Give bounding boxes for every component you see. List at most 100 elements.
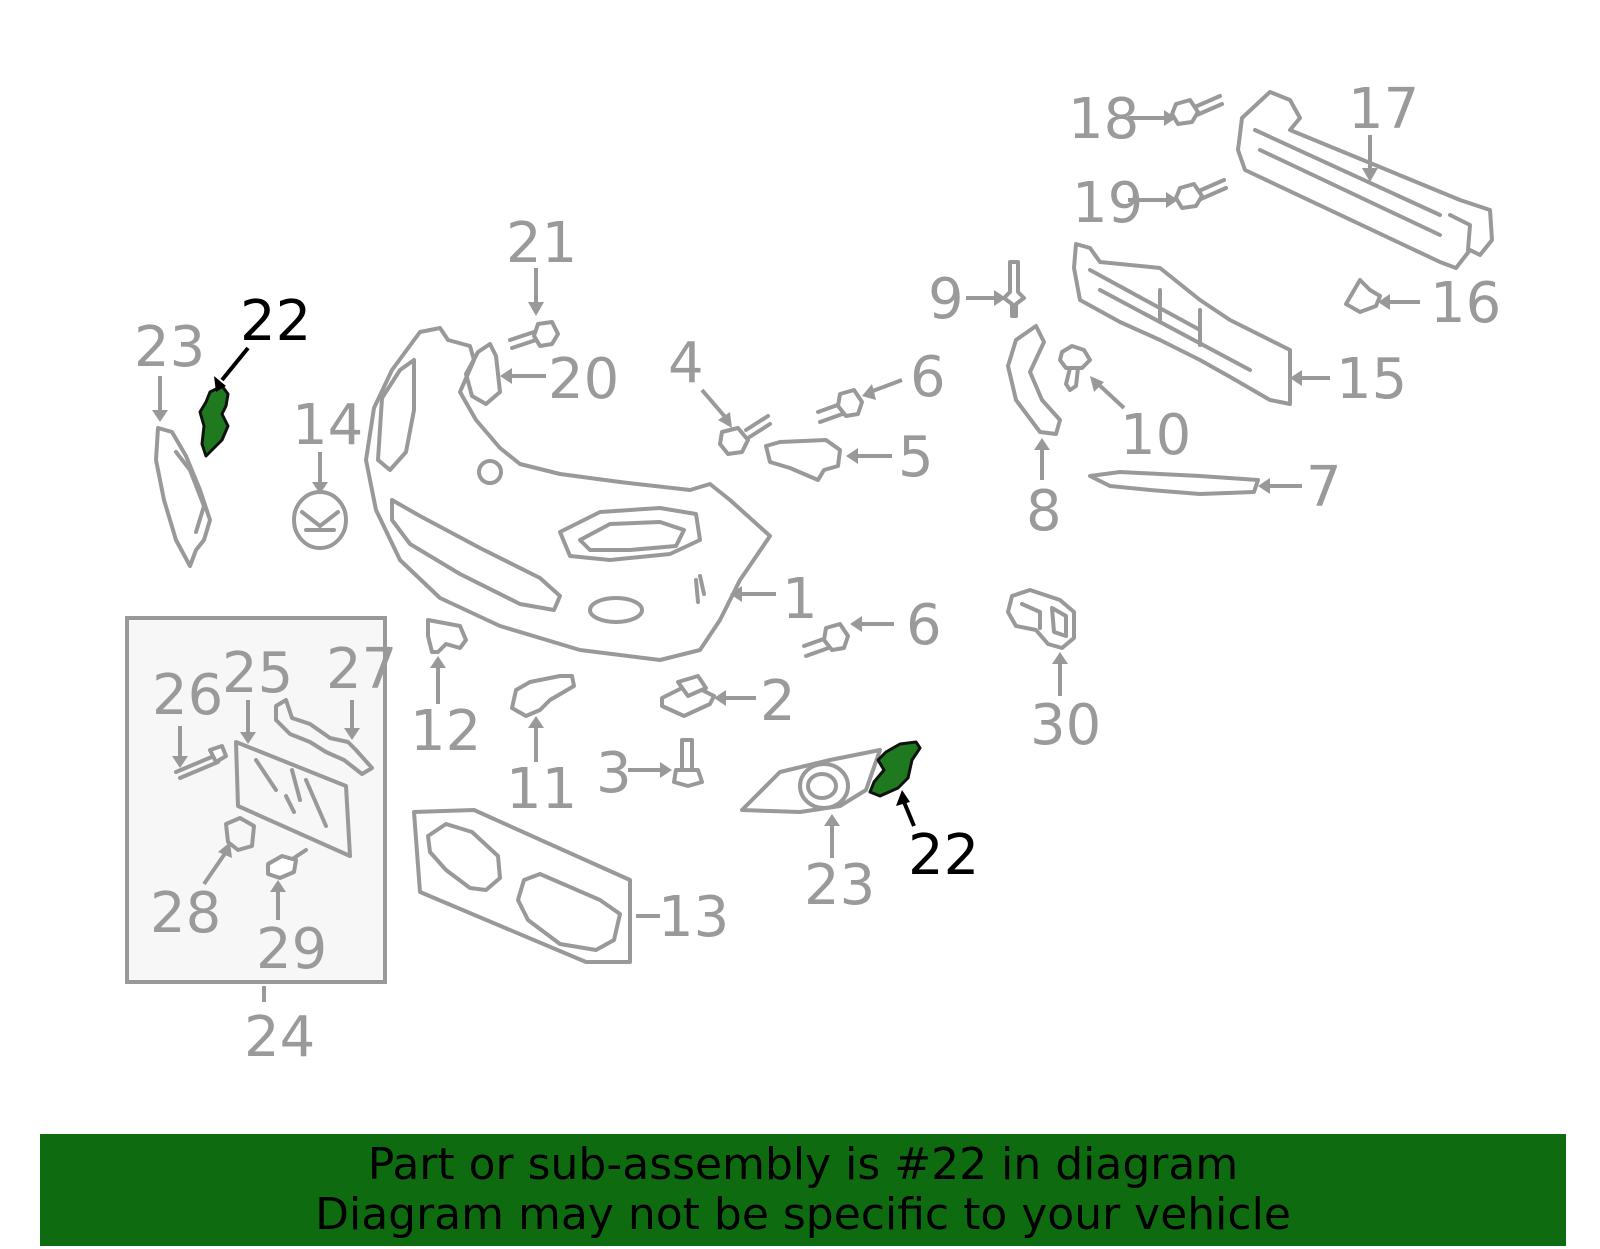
footer-banner: Part or sub-assembly is #22 in diagram D… (40, 1134, 1566, 1246)
arrowhead-15 (1290, 370, 1302, 386)
part-6-bolt-lower (802, 622, 850, 658)
arrowhead-19 (1166, 192, 1178, 208)
arrowhead-11 (528, 716, 544, 728)
callout-9: 9 (928, 267, 964, 332)
callout-8: 8 (1026, 479, 1062, 544)
arrowhead-10 (1090, 376, 1104, 392)
arrowhead-23a (152, 410, 168, 422)
arrowhead-17 (1362, 168, 1378, 182)
callout-6b: 6 (906, 593, 942, 658)
arrowhead-4 (718, 412, 732, 428)
callout-1: 1 (782, 567, 818, 632)
part-9-pin (1002, 260, 1026, 318)
part-14-emblem (292, 490, 348, 550)
callout-6a: 6 (910, 345, 946, 410)
arrowhead-12 (430, 656, 446, 668)
part-4-bolt (718, 414, 772, 456)
arrowhead-14 (312, 482, 328, 494)
callout-4: 4 (668, 331, 704, 396)
arrowhead-22b (896, 790, 910, 806)
callout-22a: 22 (240, 289, 311, 354)
arrowhead-28 (218, 842, 232, 858)
arrowhead-30 (1052, 652, 1068, 664)
part-30-sensor (1006, 588, 1076, 650)
arrowhead-23b (824, 814, 840, 826)
callout-25: 25 (222, 641, 293, 706)
arrowhead-5 (846, 448, 858, 464)
part-5-bracket (764, 438, 842, 482)
callout-18: 18 (1068, 87, 1139, 152)
part-12-cap (426, 618, 468, 654)
part-13-grille (412, 808, 632, 964)
arrowhead-6b (850, 616, 862, 632)
arrow-10 (1094, 380, 1126, 410)
callout-24: 24 (244, 1005, 315, 1070)
part-3-screw (672, 738, 704, 788)
callout-20: 20 (548, 347, 619, 412)
arrowhead-7 (1258, 478, 1270, 494)
callout-3: 3 (596, 741, 632, 806)
callout-11: 11 (506, 757, 577, 822)
arrow-6a (869, 378, 903, 394)
callout-2: 2 (760, 669, 796, 734)
callout-17: 17 (1348, 77, 1419, 142)
part-11-bracket (510, 674, 576, 718)
part-6-bolt-upper (816, 388, 864, 424)
callout-5: 5 (898, 425, 934, 490)
arrowhead-25 (240, 732, 256, 744)
part-24-license-plate-kit (125, 616, 387, 984)
arrowhead-27 (344, 728, 360, 740)
footer-line-1: Part or sub-assembly is #22 in diagram (367, 1139, 1239, 1190)
arrow-4 (700, 388, 728, 420)
callout-10: 10 (1120, 403, 1191, 468)
arrowhead-18 (1164, 110, 1176, 126)
arrowhead-26 (172, 756, 188, 768)
callout-23b: 23 (804, 853, 875, 918)
callout-12: 12 (410, 699, 481, 764)
callout-28: 28 (150, 881, 221, 946)
part-22-bracket-left (198, 384, 230, 458)
part-2-nut (660, 674, 716, 718)
callout-30: 30 (1030, 693, 1101, 758)
callout-22b: 22 (908, 823, 979, 888)
callout-19: 19 (1072, 171, 1143, 236)
part-21-bolt (508, 320, 560, 350)
arrowhead-20 (500, 368, 512, 384)
callout-7: 7 (1306, 455, 1342, 520)
arrow-28 (202, 850, 228, 886)
arrowhead-21 (528, 302, 544, 316)
callout-13: 13 (658, 885, 729, 950)
callout-27: 27 (326, 637, 397, 702)
callout-21: 21 (506, 211, 577, 276)
callout-23a: 23 (134, 315, 205, 380)
footer-line-2: Diagram may not be specific to your vehi… (315, 1189, 1291, 1240)
part-16-clip (1344, 278, 1382, 314)
arrow-22b (902, 801, 916, 827)
part-18-bolt (1170, 94, 1224, 126)
arrowhead-2 (714, 690, 726, 706)
part-23-fog-cover-left (154, 426, 212, 568)
callout-16: 16 (1430, 271, 1501, 336)
part-17-reinforcement (1236, 90, 1494, 270)
part-7-strip (1088, 470, 1260, 496)
arrowhead-29 (270, 880, 286, 892)
arrowhead-8 (1034, 438, 1050, 450)
part-8-bracket (1006, 324, 1062, 436)
arrowhead-16 (1378, 294, 1390, 310)
arrow-22a (220, 346, 250, 382)
part-19-bolt (1174, 178, 1228, 210)
part-23-fog-cover-right (740, 748, 882, 814)
arrowhead-3 (660, 762, 672, 778)
part-10-push-clip (1058, 344, 1092, 392)
callout-15: 15 (1336, 347, 1407, 412)
arrowhead-6a (862, 384, 876, 400)
callout-26: 26 (152, 663, 223, 728)
part-1-bumper-cover (364, 326, 772, 662)
part-22-bracket-right (868, 740, 922, 798)
callout-29: 29 (256, 917, 327, 982)
arrowhead-1 (730, 586, 742, 602)
arrowhead-22a (214, 376, 226, 392)
arrowhead-9 (994, 290, 1006, 306)
part-15-absorber (1072, 242, 1292, 406)
